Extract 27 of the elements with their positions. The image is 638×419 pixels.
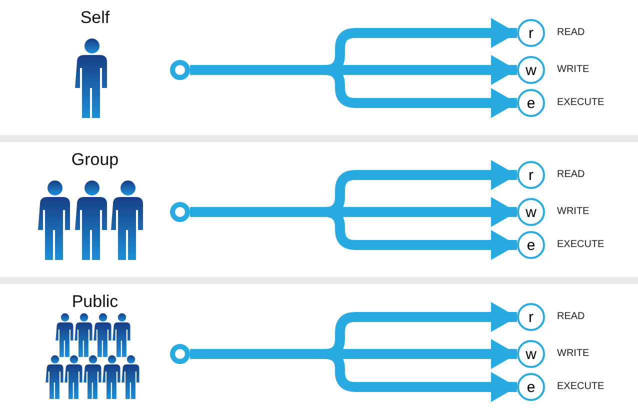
permission-circle: w xyxy=(517,56,545,84)
permission-circle: e xyxy=(517,231,545,259)
permission-label: READ xyxy=(557,311,585,322)
permission-circle: r xyxy=(517,161,545,189)
start-circle xyxy=(170,60,190,80)
permission-label: EXECUTE xyxy=(557,97,604,108)
panel-background xyxy=(0,0,638,135)
permission-label: WRITE xyxy=(557,64,590,75)
start-circle xyxy=(170,202,190,222)
permission-label: EXECUTE xyxy=(557,239,604,250)
panel-background xyxy=(0,284,638,419)
permission-circle: e xyxy=(517,89,545,117)
permission-label: EXECUTE xyxy=(557,381,604,392)
permission-circle: w xyxy=(517,198,545,226)
permission-circle: r xyxy=(517,303,545,331)
permission-label: WRITE xyxy=(557,348,590,359)
group-title: Public xyxy=(70,292,120,312)
permission-label: READ xyxy=(557,169,585,180)
start-circle xyxy=(170,344,190,364)
permission-label: READ xyxy=(557,27,585,38)
permission-circle: e xyxy=(517,373,545,401)
panel-background xyxy=(0,142,638,277)
permission-label: WRITE xyxy=(557,206,590,217)
group-title: Group xyxy=(70,150,120,170)
permission-circle: r xyxy=(517,19,545,47)
group-title: Self xyxy=(79,8,111,28)
permission-circle: w xyxy=(517,340,545,368)
